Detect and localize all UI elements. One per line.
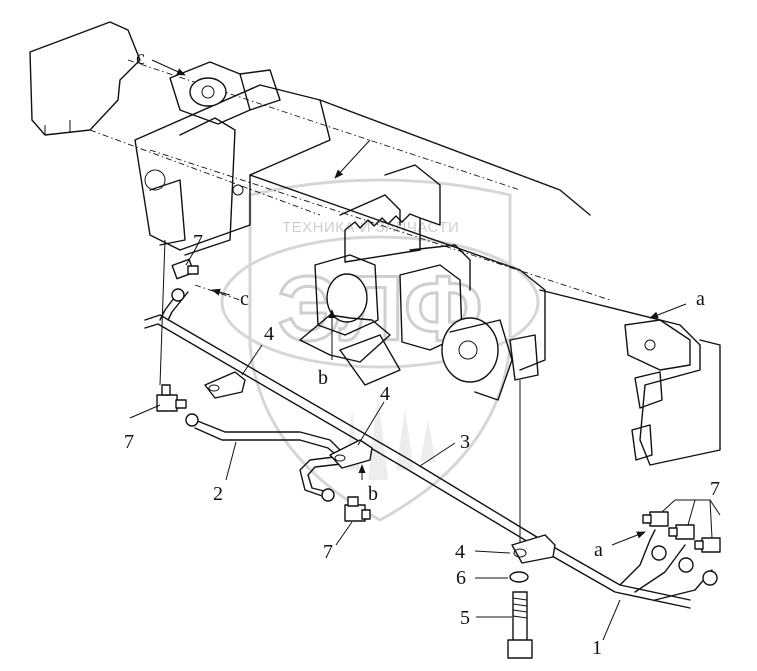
callout-arrows <box>129 59 721 641</box>
watermark-text: ТЕХНИКА И ЗАПЧАСТИ <box>282 219 459 236</box>
elbow-fitting-icon <box>668 524 695 540</box>
callout-5: 5 <box>460 607 470 629</box>
callout-c-top: c <box>136 47 145 69</box>
callout-3: 3 <box>460 431 470 453</box>
nut-icon <box>678 557 694 573</box>
clamp-icon <box>511 534 556 564</box>
callout-7-bottom: 7 <box>323 541 333 563</box>
washer-icon <box>509 571 529 583</box>
callout-4-upper: 4 <box>264 323 274 345</box>
callout-7-right: 7 <box>710 478 720 500</box>
callout-6: 6 <box>456 567 466 589</box>
callout-4-middle: 4 <box>380 383 390 405</box>
nut-icon <box>651 545 667 561</box>
callout-b-upper: b <box>318 367 328 389</box>
nut-icon <box>185 413 199 427</box>
elbow-fitting-icon <box>642 511 669 527</box>
callout-a-right: a <box>696 288 705 310</box>
elbow-fitting-icon <box>344 496 371 522</box>
elbow-fitting-icon <box>156 384 187 412</box>
callout-c-mid: c <box>240 288 249 310</box>
fittings <box>156 258 721 659</box>
clamp-icon <box>329 439 373 469</box>
callout-a-low: a <box>594 539 603 561</box>
elbow-fitting-icon <box>171 258 199 302</box>
callout-7-left: 7 <box>124 431 134 453</box>
nut-icon <box>321 488 335 502</box>
callout-7-upper: 7 <box>193 231 203 253</box>
callout-1: 1 <box>592 637 602 659</box>
nut-icon <box>702 570 718 586</box>
bolt-icon <box>507 591 533 659</box>
callout-4-bottom: 4 <box>455 541 465 563</box>
callout-2: 2 <box>213 483 223 505</box>
elbow-fitting-icon <box>694 537 721 553</box>
callout-b-lower: b <box>368 483 378 505</box>
callout-labels: c c a a b b 7 7 7 7 4 4 4 2 3 6 5 1 <box>124 47 720 659</box>
clamp-icon <box>204 371 246 399</box>
machine-frame <box>29 21 721 466</box>
